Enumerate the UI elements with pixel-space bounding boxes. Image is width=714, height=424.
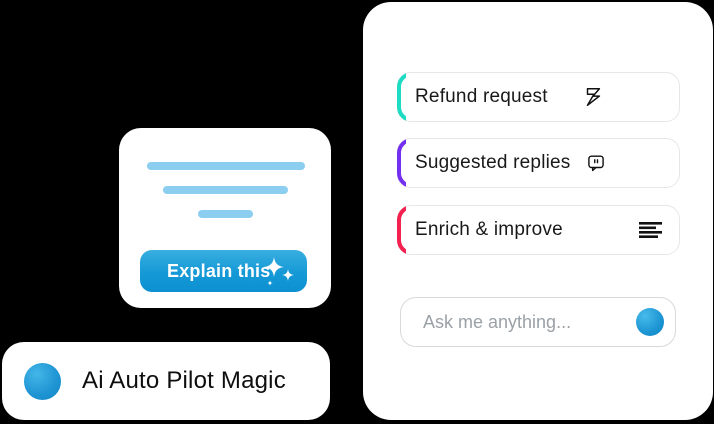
blue-dot-icon [24,362,61,400]
action-label: Suggested replies [415,152,571,173]
sparkles-icon [264,257,294,286]
align-left-icon [639,222,662,238]
chat-bubble-icon [588,155,604,172]
action-label: Enrich & improve [415,219,563,240]
ask-me-anything-input[interactable] [421,310,628,334]
explain-this-label: Explain this [167,260,271,281]
ai-assistant-panel: Refund request Suggested replies Enrich … [363,2,713,420]
message-preview-card: Explain this [119,128,331,308]
action-suggested-replies[interactable]: Suggested replies [397,138,680,188]
skeleton-line [147,162,305,170]
skeleton-line [163,186,288,194]
zap-icon [586,88,601,106]
explain-this-button[interactable]: Explain this [140,250,307,292]
skeleton-line [198,210,253,218]
action-enrich-improve[interactable]: Enrich & improve [397,205,680,255]
brand-bar: Ai Auto Pilot Magic [2,342,330,420]
action-refund-request[interactable]: Refund request [397,72,680,122]
send-button[interactable] [636,308,664,336]
brand-label: Ai Auto Pilot Magic [82,367,286,394]
action-label: Refund request [415,86,548,107]
ask-input-wrap [400,297,676,347]
